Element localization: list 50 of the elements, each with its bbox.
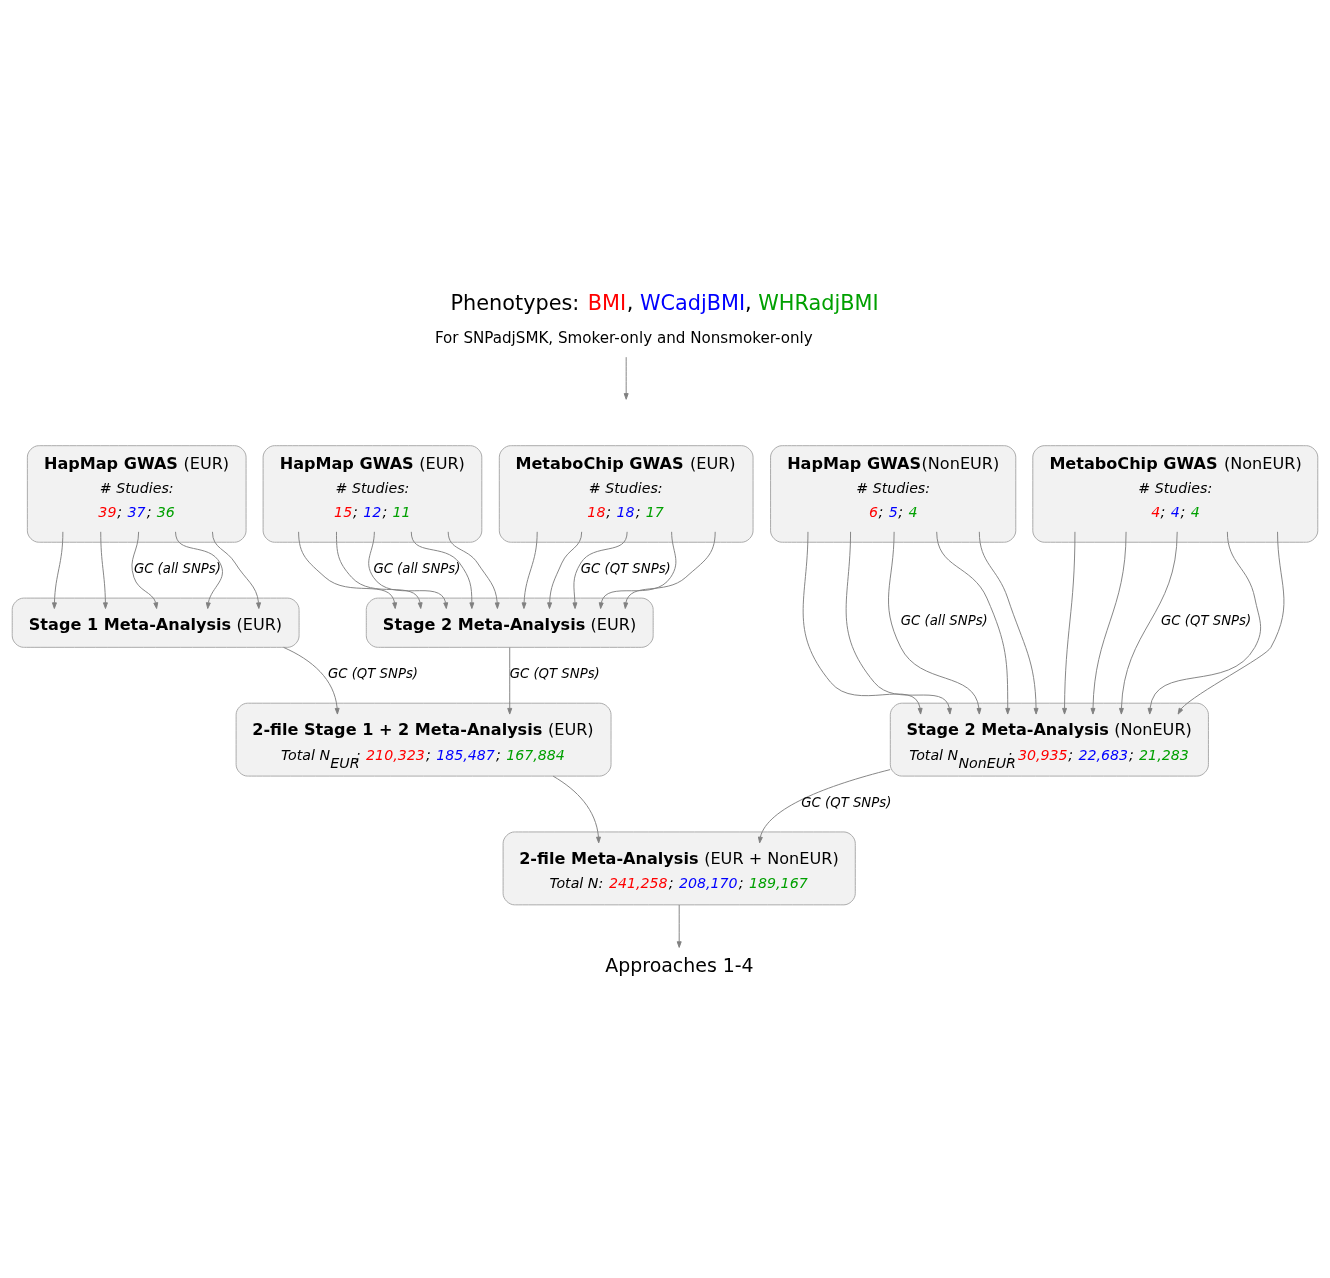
node-box: MetaboChip GWAS (NonEUR) # Studies: 4; 4; 4 — [1032, 445, 1319, 543]
arrow — [1062, 531, 1076, 715]
arrow — [1147, 531, 1262, 715]
arrow — [572, 531, 628, 609]
edge-label: GC (all SNPs) — [373, 560, 461, 576]
node-text: For SNPadjSMK, Smoker-only and Nonsmoker-only — [434, 328, 813, 347]
arrow — [598, 531, 677, 609]
node-box: 2-file Meta-Analysis (EUR + NonEUR) Total N: 241,258; 208,170; 189,167 — [502, 831, 856, 906]
diagram-title: Phenotypes: BMI, WCadjBMI, WHRadjBMI — [450, 291, 879, 316]
arrow — [845, 531, 952, 715]
arrow — [521, 531, 538, 609]
node-box: HapMap GWAS(NonEUR) # Studies: 6; 5; 4 — [770, 445, 1017, 543]
arrow — [1090, 531, 1127, 715]
arrow — [51, 531, 64, 609]
arrow — [175, 531, 223, 609]
node-box: HapMap GWAS (EUR) # Studies: 39; 37; 36 — [26, 445, 247, 543]
node-box: Stage 1 Meta-Analysis (EUR) — [11, 597, 300, 648]
arrow — [212, 531, 262, 609]
arrow — [978, 531, 1039, 715]
edge-label: GC (QT SNPs) — [580, 560, 671, 576]
arrow — [552, 775, 601, 844]
arrow — [447, 531, 500, 609]
arrow — [802, 531, 923, 715]
arrow — [1118, 531, 1178, 715]
arrow — [757, 769, 891, 844]
arrow — [368, 531, 449, 609]
edge-label: GC (QT SNPs) — [801, 794, 892, 810]
edge-label: GC (all SNPs) — [133, 560, 221, 576]
arrow — [1177, 531, 1285, 715]
arrow — [298, 531, 398, 609]
node-box: HapMap GWAS (EUR) # Studies: 15; 12; 11 — [262, 445, 483, 543]
arrow — [336, 531, 423, 609]
arrow — [676, 904, 682, 948]
arrow — [507, 646, 513, 715]
node-text: Approaches 1-4 — [605, 954, 754, 977]
edge-label: GC (all SNPs) — [900, 613, 988, 629]
arrow — [547, 531, 583, 609]
arrow — [888, 531, 982, 715]
edge-label: GC (QT SNPs) — [327, 665, 418, 681]
arrow — [283, 646, 340, 715]
arrow — [131, 531, 159, 609]
arrow — [623, 356, 629, 400]
arrow — [100, 531, 108, 609]
node-box: MetaboChip GWAS (EUR) # Studies: 18; 18; 17 — [498, 445, 754, 543]
edge-label: GC (QT SNPs) — [1161, 613, 1252, 629]
edge-label: GC (QT SNPs) — [509, 665, 600, 681]
arrow — [623, 531, 716, 609]
node-box: Stage 2 Meta-Analysis (EUR) — [365, 597, 654, 648]
arrow — [410, 531, 475, 609]
arrow — [936, 531, 1011, 715]
